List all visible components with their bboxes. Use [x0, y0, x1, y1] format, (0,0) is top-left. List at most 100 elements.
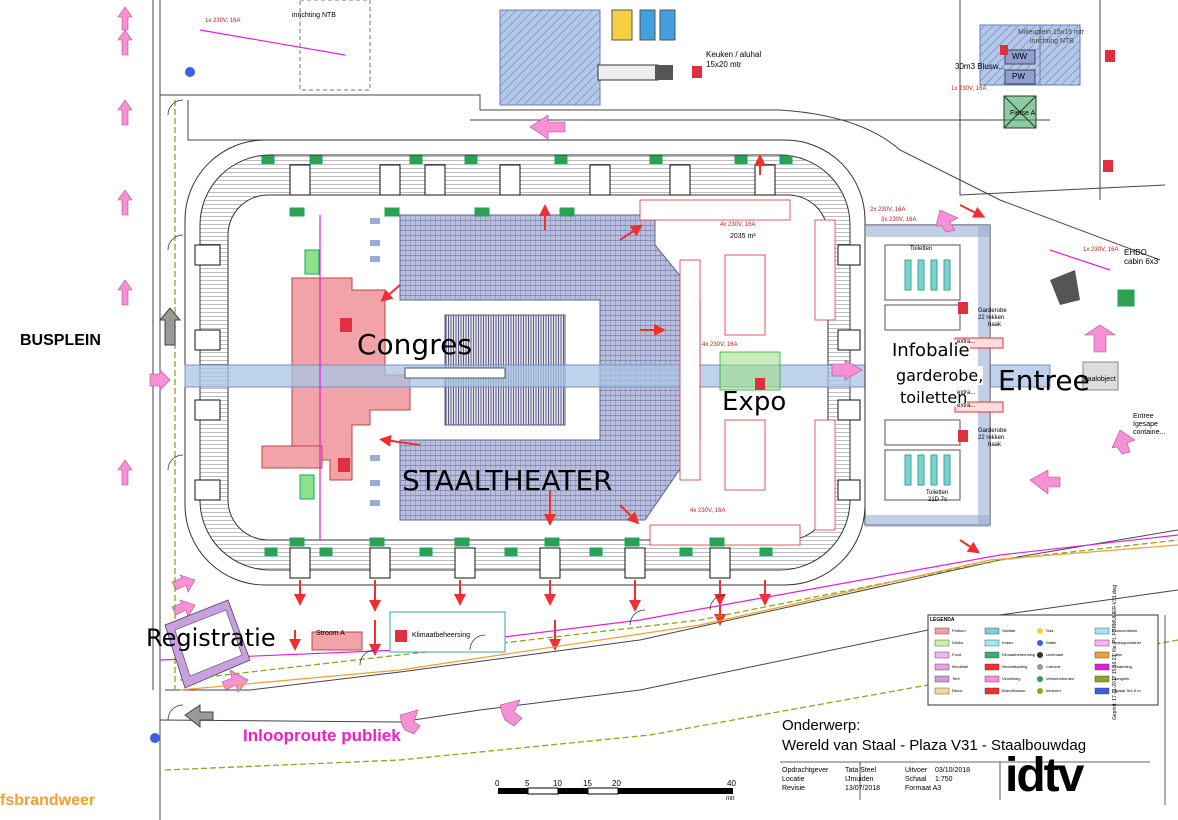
expo-stands	[639, 199, 836, 546]
schaal-value: 1:750	[935, 776, 953, 783]
scale-tick-10: 10	[553, 779, 562, 788]
top-structures	[299, 0, 1081, 129]
legend-title: LEGENDA	[930, 617, 955, 623]
legend-item: Kraan	[1002, 640, 1013, 645]
garderobe-bot-sub2-label: haak	[988, 442, 1002, 448]
scale-tick-0: 0	[495, 779, 500, 788]
legend-item: Dranghek	[1112, 676, 1130, 681]
toiletten-label: toiletten	[900, 388, 968, 407]
inlooproute-line	[164, 639, 1178, 771]
legend-item: Rijplaat 3x1,6 m	[1112, 688, 1141, 693]
power-label-6: 1x 230V, 16A	[1083, 247, 1119, 253]
legend-item: Decor	[952, 688, 963, 693]
legend-item: Meubilair	[952, 664, 969, 669]
emergency-exits	[261, 155, 1135, 557]
legend-item: Kookcontainer	[1112, 628, 1138, 633]
entree-igesape3-label: containe...	[1133, 429, 1166, 436]
staaltheater-label: STAALTHEATER	[402, 464, 613, 497]
legend-item: Verkeersborden	[1046, 676, 1075, 681]
blusw-label: 30m3 Blusw...	[955, 62, 1005, 71]
legend-item: Klimaatbeheersing	[1002, 652, 1036, 657]
opdrachtgever-value: Tata Steel	[845, 767, 877, 774]
toiletten-bot-size-label: 21D 7x	[928, 497, 948, 503]
legend-item: Cable	[1112, 652, 1123, 657]
garderobe-label: garderobe,	[896, 366, 984, 385]
legend-item: Infobord	[1046, 688, 1061, 693]
inrichting-ntb-label: inrichting NTB	[292, 12, 336, 19]
milieuplein-sub-label: inrichting NTB	[1030, 38, 1074, 45]
ww-label: WW	[1012, 52, 1028, 61]
toiletten-bot-label: Toiletten	[926, 490, 949, 496]
legend-item: Noodafsluiting	[1002, 664, 1028, 669]
expo-label: Expo	[722, 387, 787, 417]
side-print-note: Geprint: 17-11-2017 15:16:23, file: PL F…	[1112, 584, 1118, 720]
power-label-4: 1x 230V, 16A	[205, 18, 241, 24]
scale-tick-15: 15	[583, 779, 592, 788]
entree-label: Entree	[998, 364, 1090, 397]
infobalie-label: Infobalie	[892, 340, 970, 361]
brandweer-label: fsbrandweer	[0, 792, 96, 809]
registratie-tent	[164, 599, 251, 689]
power-label-3: 4x 230V, 16A	[690, 508, 726, 514]
keuken-size-label: 15x20 mtr	[706, 60, 742, 69]
legend-item: Sanitair	[1002, 628, 1016, 633]
power-label-5: 2x 230V, 16A	[870, 207, 906, 213]
revisie-value: 13/07/2018	[845, 785, 881, 792]
company-logo: idtv	[1005, 749, 1084, 802]
legend-box	[927, 614, 1159, 706]
garderobe-top-sub2-label: haak	[988, 322, 1002, 328]
legend-item: Bekabeling	[1112, 664, 1132, 669]
uitvoer-value: 03/10/2018	[935, 767, 971, 774]
info-markers	[338, 45, 1115, 642]
locatie-label: Locatie	[782, 776, 805, 783]
scale-unit: mtr	[726, 796, 735, 802]
extra-mid-label: extra...	[957, 390, 976, 396]
power-label-7: 1x 230V, 16A	[951, 86, 987, 92]
ehbo-cabin-label: cabin 6x3	[1124, 257, 1159, 266]
legend-item: Tent	[952, 676, 960, 681]
legend-item: Drinks	[952, 640, 964, 645]
congres-label: Congres	[357, 328, 472, 361]
garderobe-bot-sub-label: 22 rekken	[978, 435, 1005, 441]
legend-item: Lichtmast	[1046, 652, 1064, 657]
entree-igesape2-label: Igesape	[1133, 421, 1158, 428]
revisie-label: Revisie	[782, 785, 805, 792]
pw-label: PW	[1012, 72, 1025, 81]
power-label-1: 4x 230V, 16A	[720, 222, 756, 228]
klimaat-label: Klimaatbeheersing	[412, 632, 470, 639]
locatie-value: IJmuiden	[845, 776, 874, 783]
milieuplein-label: Milieuplein 15x15 mtr	[1018, 29, 1085, 36]
garderobe-bot-label: Garderobe	[978, 428, 1007, 434]
legend-item: Gas	[1046, 628, 1054, 633]
onderwerp-value: Wereld van Staal - Plaza V31 - Staalbouw…	[782, 737, 1087, 754]
fiets-label: Fietse A	[1010, 110, 1036, 117]
power-cable-routes	[159, 29, 1178, 661]
gate-arcs	[167, 99, 726, 721]
visitor-flow-arrows	[117, 6, 1136, 735]
scale-tick-40: 40	[727, 779, 736, 788]
ehbo-label: EHBO	[1124, 248, 1147, 257]
legend-item: Brandblusser	[1002, 688, 1026, 693]
site-boundary-lines	[152, 0, 1178, 820]
stroom-label: Stroom A	[316, 630, 345, 637]
keuken-label: Keuken / aluhal	[706, 50, 762, 59]
evacuation-arrows	[289, 154, 986, 656]
ring-doors	[194, 164, 861, 579]
power-label-8: 3x 230V, 16A	[881, 217, 917, 223]
staalobject-label: Staalobject	[1081, 376, 1116, 383]
garderobe-top-sub-label: 22 rekken	[978, 315, 1005, 321]
formaat-label: Formaat A3	[905, 785, 942, 792]
scale-tick-5: 5	[525, 779, 530, 788]
area-label: 2035 m²	[730, 233, 756, 240]
legend-item: Food	[952, 652, 962, 657]
inlooproute-label: Inlooproute publiek	[243, 726, 401, 745]
legend-item: Vluchtweg	[1002, 676, 1021, 681]
onderwerp-label: Onderwerp:	[782, 717, 861, 734]
schaal-label: Schaal	[905, 776, 927, 783]
uitvoer-label: Uitvoer	[905, 767, 928, 774]
scale-bar	[498, 787, 733, 795]
title-block	[780, 615, 1166, 805]
scale-tick-20: 20	[612, 779, 621, 788]
toiletten-top-label: Toiletten	[910, 246, 933, 252]
